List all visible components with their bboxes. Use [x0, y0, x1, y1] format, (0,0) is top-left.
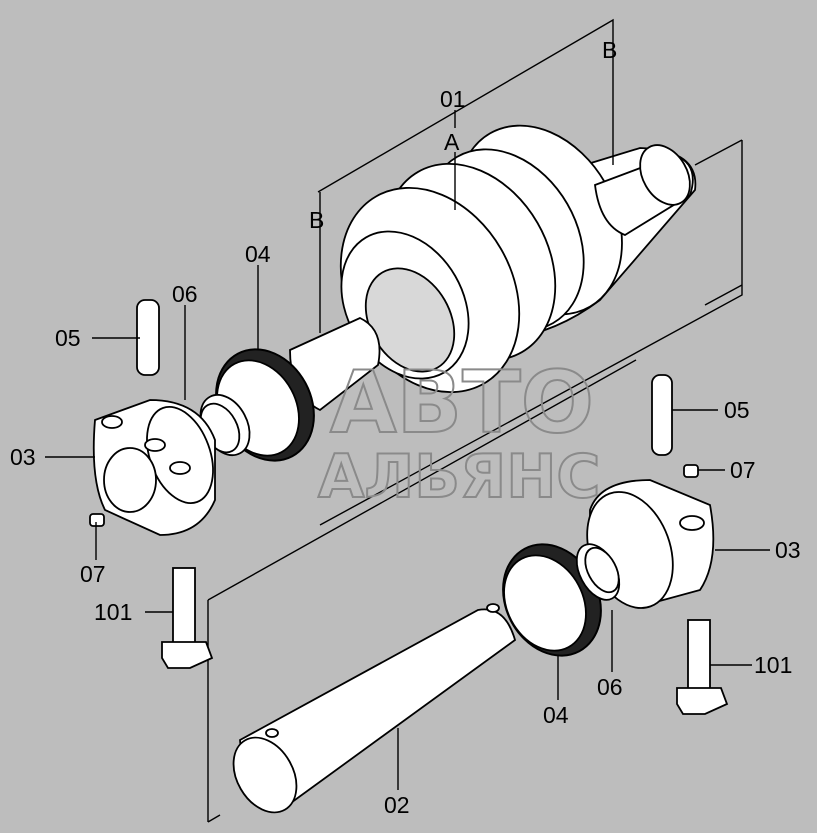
label-A: A — [444, 129, 460, 155]
label-03-left: 03 — [10, 444, 36, 470]
watermark: АВТО АЛЬЯНС — [317, 352, 601, 513]
label-B-top: B — [602, 37, 617, 63]
shaft-outline — [207, 359, 637, 823]
collar-left — [89, 299, 216, 669]
leader-lines — [45, 62, 770, 790]
label-101-right: 101 — [754, 652, 792, 678]
label-04-top: 04 — [245, 241, 271, 267]
label-07-right: 07 — [730, 457, 756, 483]
watermark-line1: АВТО — [330, 353, 594, 453]
label-05-left: 05 — [55, 325, 81, 351]
label-07-left: 07 — [80, 561, 106, 587]
label-06-bottom: 06 — [597, 674, 623, 700]
roller — [289, 124, 697, 412]
label-05-right: 05 — [724, 397, 750, 423]
label-02: 02 — [384, 792, 410, 818]
label-03-right: 03 — [775, 537, 801, 563]
seal-bottom — [502, 543, 621, 657]
label-B-left: B — [309, 207, 324, 233]
watermark-line2: АЛЬЯНС — [318, 442, 600, 512]
label-06-left: 06 — [172, 281, 198, 307]
shaft — [232, 603, 517, 814]
label-101-left: 101 — [94, 599, 132, 625]
part-labels: 01 A B B 04 06 05 03 07 101 05 07 03 101… — [10, 37, 801, 818]
label-04-bottom: 04 — [543, 702, 569, 728]
label-01: 01 — [440, 86, 466, 112]
seal-top — [199, 348, 315, 462]
assembly-outline — [317, 18, 743, 526]
